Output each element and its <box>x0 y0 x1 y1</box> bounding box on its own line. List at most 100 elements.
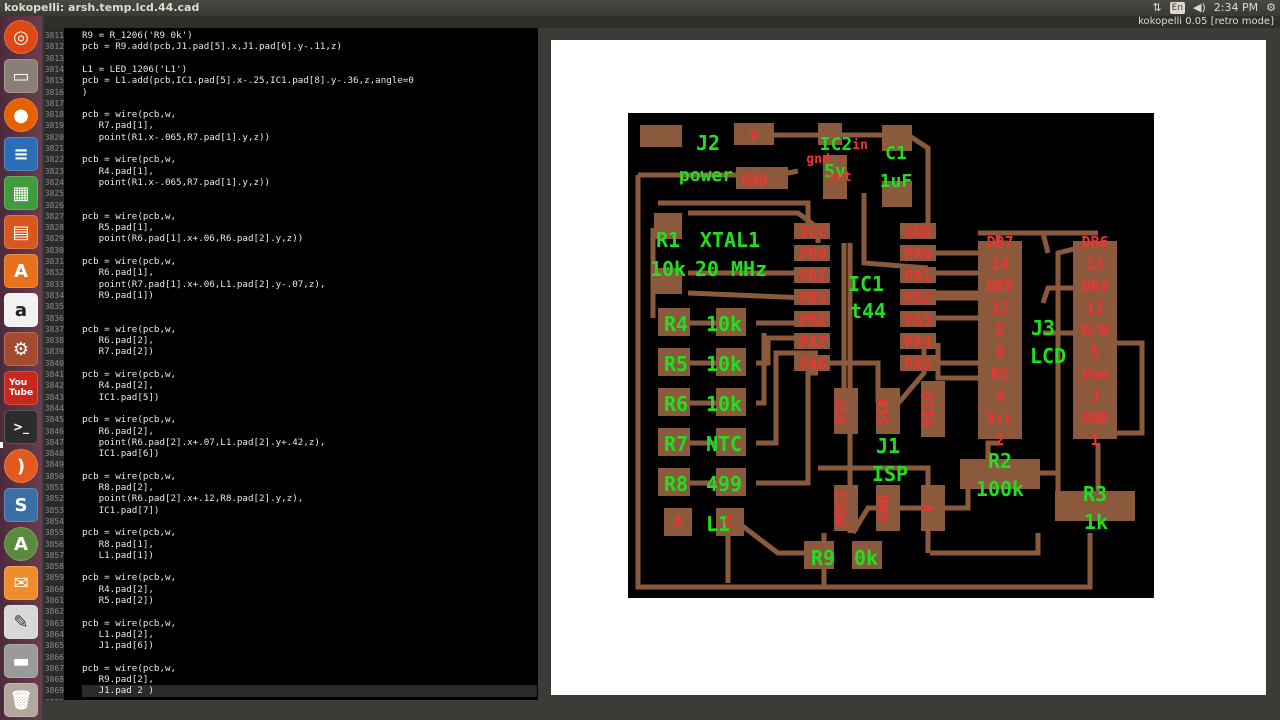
trash-icon[interactable]: 🗑 <box>4 683 38 717</box>
line-number: 3849 <box>44 460 64 470</box>
code-line[interactable]: point(R6.pad[1].x+.06,R6.pad[2].y,z)) <box>82 233 304 245</box>
terminal-icon[interactable]: >_ <box>4 410 38 444</box>
code-line[interactable]: R6.pad[2], <box>82 335 154 347</box>
line-number: 3842 <box>44 381 64 391</box>
pad-label: DB5 <box>986 277 1013 295</box>
clock[interactable]: 2:34 PM <box>1213 1 1259 14</box>
volume-icon[interactable]: ◀) <box>1193 1 1206 14</box>
pad-label: C <box>723 513 732 531</box>
gear-icon[interactable]: ⚙ <box>1266 1 1276 14</box>
code-line[interactable]: pcb = L1.add(pcb,IC1.pad[5].x-.25,IC1.pa… <box>82 75 414 87</box>
code-line[interactable]: R9.pad[1]) <box>82 289 154 301</box>
code-line[interactable]: point(R6.pad[2].x+.07,L1.pad[2].y+.42,z)… <box>82 436 326 448</box>
code-line[interactable]: point(R7.pad[1].x+.06,L1.pad[2].y-.07,z)… <box>82 278 326 290</box>
ubuntu-icon[interactable]: ◎ <box>4 20 38 54</box>
amazon-icon[interactable]: a <box>4 293 38 327</box>
code-line[interactable]: pcb = wire(pcb,w, <box>82 154 177 166</box>
line-number: 3864 <box>44 629 64 639</box>
code-line[interactable]: point(R1.x-.065,R7.pad[1].y,z)) <box>82 131 271 143</box>
code-line[interactable]: L1.pad[2], <box>82 628 154 640</box>
pad-label: 4 <box>995 387 1004 405</box>
software-center-icon[interactable]: A <box>4 254 38 288</box>
code-line[interactable]: pcb = wire(pcb,w, <box>82 414 177 426</box>
keyboard-layout-indicator[interactable]: En <box>1169 2 1186 14</box>
line-number: 3851 <box>44 483 64 492</box>
pad-label: PA6 <box>799 355 826 373</box>
line-number: 3866 <box>44 652 64 662</box>
writer-icon[interactable]: ≡ <box>4 137 38 171</box>
pad-label: 6 <box>995 343 1004 361</box>
code-line[interactable]: R6.pad[1], <box>82 267 154 279</box>
code-line[interactable]: pcb = wire(pcb,w, <box>82 662 177 674</box>
code-line[interactable]: pcb = wire(pcb,w, <box>82 109 177 121</box>
mail-icon[interactable]: ✉ <box>4 566 38 600</box>
part-label: 100k <box>976 477 1024 501</box>
code-line[interactable]: pcb = wire(pcb,w, <box>82 470 177 482</box>
pad-label: 14 <box>991 255 1009 273</box>
line-number: 3845 <box>44 415 64 425</box>
code-line[interactable]: IC1.pad[7]) <box>82 504 160 516</box>
python-icon[interactable]: S <box>4 488 38 522</box>
code-line[interactable]: pcb = wire(pcb,w, <box>82 572 177 584</box>
line-number: 3865 <box>44 641 64 651</box>
code-line[interactable]: pcb = R9.add(pcb,J1.pad[5].x,J1.pad[6].y… <box>82 41 342 53</box>
settings-icon[interactable]: ⚙ <box>4 332 38 366</box>
rss-icon[interactable]: ) <box>4 449 38 483</box>
code-line[interactable]: IC1.pad[5]) <box>82 391 160 403</box>
code-line[interactable]: R4.pad[2], <box>82 380 154 392</box>
code-line[interactable]: R5.pad[2]) <box>82 595 154 606</box>
code-line[interactable]: J1.pad[6]) <box>82 640 154 652</box>
impress-icon[interactable]: ▤ <box>4 215 38 249</box>
line-number: 3816 <box>44 87 64 97</box>
code-line[interactable]: R9.pad[2], <box>82 674 154 686</box>
code-line[interactable]: pcb = wire(pcb,w, <box>82 617 177 629</box>
firefox-icon[interactable]: ● <box>4 98 38 132</box>
network-icon[interactable]: ⇅ <box>1152 1 1162 14</box>
code-line[interactable]: ) <box>82 86 88 98</box>
files-icon[interactable]: ▭ <box>4 59 38 93</box>
part-label: J3 <box>1031 316 1055 340</box>
update-icon[interactable]: A <box>4 527 38 561</box>
code-line[interactable]: R9 = R_1206('R9 0k') <box>82 30 193 41</box>
pad-label: V <box>919 503 937 512</box>
code-line[interactable]: R8.pad[1], <box>82 538 154 550</box>
text-editor-icon[interactable]: ✎ <box>4 605 38 639</box>
code-line[interactable]: L1.pad[1]) <box>82 549 154 561</box>
code-line[interactable]: R6.pad[2], <box>82 425 154 437</box>
pad-label: GND <box>904 223 931 241</box>
calc-icon[interactable]: ▦ <box>4 176 38 210</box>
line-number: 3813 <box>44 53 64 63</box>
line-number: 3862 <box>44 607 64 617</box>
code-line[interactable]: R4.pad[1], <box>82 165 154 177</box>
code-line[interactable]: R4.pad[2], <box>82 583 154 595</box>
code-line[interactable]: pcb = wire(pcb,w, <box>82 369 177 380</box>
code-line[interactable]: pcb = wire(pcb,w, <box>82 323 177 335</box>
code-line[interactable]: pcb = wire(pcb,w, <box>82 527 177 539</box>
code-line[interactable]: R8.pad[2], <box>82 482 154 493</box>
code-line[interactable]: pcb = wire(pcb,w, <box>82 210 177 222</box>
part-label: R2 <box>988 449 1012 473</box>
part-label: NTC <box>706 432 742 456</box>
drive-icon[interactable]: ▬ <box>4 644 38 678</box>
code-line[interactable]: J1.pad 2 ) <box>82 685 537 697</box>
pad-label: 12 <box>991 299 1009 317</box>
code-line[interactable]: R7.pad[1], <box>82 120 154 132</box>
pads <box>640 123 1135 569</box>
pad-label: MISO <box>919 391 937 427</box>
code-line[interactable]: point(R1.x-.065,R7.pad[1].y,z)) <box>82 176 271 188</box>
line-number: 3818 <box>44 110 64 120</box>
code-line[interactable]: IC1.pad[6]) <box>82 448 160 460</box>
line-number: 3824 <box>44 177 64 187</box>
code-line[interactable]: R7.pad[2]) <box>82 346 154 358</box>
code-line[interactable]: pcb = wire(pcb,w, <box>82 256 177 267</box>
code-line[interactable]: R5.pad[1], <box>82 222 154 234</box>
code-line[interactable]: L1 = LED_1206('L1') <box>82 63 188 75</box>
code-line[interactable]: point(R6.pad[2].x+.12,R8.pad[2].y,z), <box>82 493 304 505</box>
pad-label: 1 <box>1090 431 1099 449</box>
part-label: 10k <box>650 257 686 281</box>
line-number: 3848 <box>44 449 64 459</box>
line-number: 3823 <box>44 166 64 176</box>
